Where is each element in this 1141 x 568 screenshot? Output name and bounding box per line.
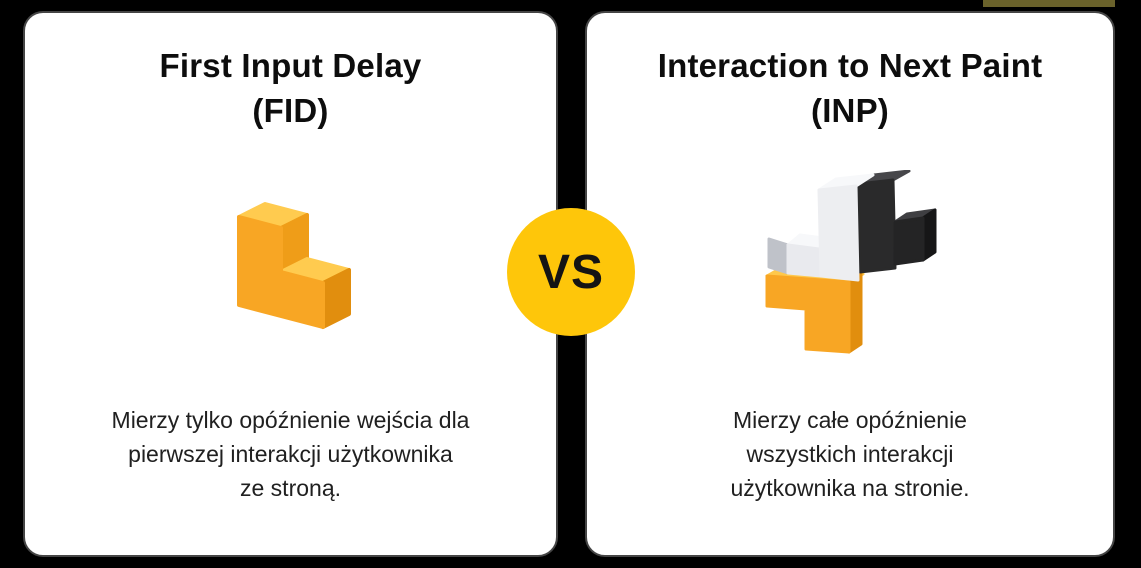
fid-title-line1: First Input Delay bbox=[159, 47, 422, 84]
inp-description: Mierzy całe opóźnienie wszystkich intera… bbox=[730, 403, 969, 505]
fid-desc-line2: pierwszej interakcji użytkownika bbox=[128, 441, 453, 467]
interlocked-blocks-3d-icon bbox=[765, 170, 937, 354]
inp-desc-line3: użytkownika na stronie. bbox=[730, 475, 970, 501]
yellow-l-block-3d-icon bbox=[236, 202, 351, 329]
top-right-olive-strip bbox=[983, 0, 1115, 7]
fid-desc-line3: ze stroną. bbox=[240, 475, 341, 501]
inp-icon-wrap bbox=[587, 133, 1113, 403]
fid-icon-wrap bbox=[25, 133, 556, 403]
fid-description: Mierzy tylko opóźnienie wejścia dla pier… bbox=[112, 403, 470, 505]
inp-card-title: Interaction to Next Paint (INP) bbox=[658, 43, 1043, 133]
fid-desc-line1: Mierzy tylko opóźnienie wejścia dla bbox=[111, 407, 470, 433]
fid-card-title: First Input Delay (FID) bbox=[160, 43, 422, 133]
inp-desc-line1: Mierzy całe opóźnienie bbox=[733, 407, 967, 433]
vs-badge: VS bbox=[507, 208, 635, 336]
fid-title-line2: (FID) bbox=[252, 92, 329, 129]
inp-title-line2: (INP) bbox=[811, 92, 889, 129]
fid-card: First Input Delay (FID) Mierzy tylko opó… bbox=[23, 11, 558, 557]
inp-card: Interaction to Next Paint (INP) bbox=[585, 11, 1115, 557]
vs-badge-label: VS bbox=[537, 245, 605, 299]
inp-desc-line2: wszystkich interakcji bbox=[746, 441, 954, 467]
inp-title-line1: Interaction to Next Paint bbox=[657, 47, 1043, 84]
